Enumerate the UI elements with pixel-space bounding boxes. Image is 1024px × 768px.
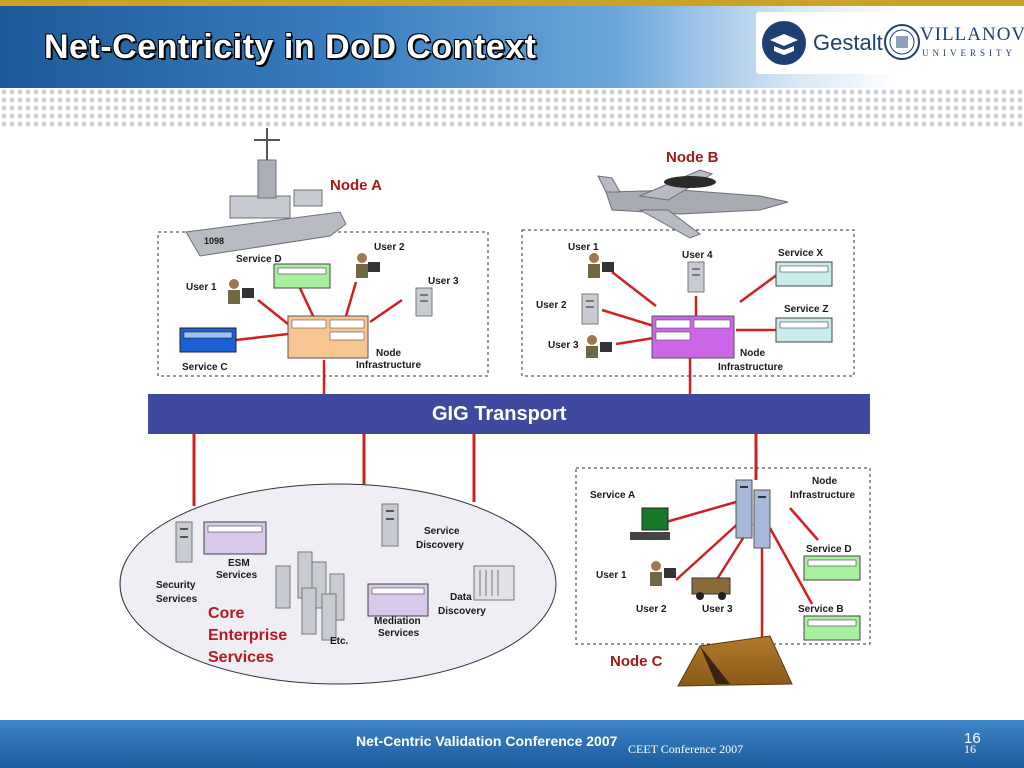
core-server-cluster-icon (275, 551, 345, 641)
logo-panel (756, 12, 1018, 74)
net-centric-diagram: 1098 Node A Node Infrastructure Service … (119, 128, 871, 687)
node-a-service-d-box (273, 263, 331, 289)
node-a-service-c-label: Service C (182, 362, 228, 373)
villanova-seal-icon (884, 24, 920, 60)
footer-overlay-conference: CEET Conference 2007 (628, 742, 744, 756)
footer-overlay-page-number: 16 (964, 742, 976, 756)
ship-hull-number: 1098 (204, 236, 224, 246)
etc-label: Etc. (330, 636, 349, 647)
slide-title: Net-Centricity in DoD Context (44, 28, 537, 66)
esm-label-line2: Services (216, 570, 258, 581)
ship-icon: 1098 (185, 128, 347, 257)
node-a-service-c-box (179, 327, 237, 353)
logo-graphics (762, 21, 920, 65)
node-c-user-1-label: User 1 (596, 570, 627, 581)
core-title-line1: Core (208, 605, 245, 622)
node-c-user-1-icon (650, 561, 676, 586)
slide-footer (0, 720, 1024, 768)
node-a-infra-label-line2: Infrastructure (356, 360, 421, 371)
node-b-service-x-box (775, 261, 833, 287)
service-discovery-label-line1: Service (424, 526, 460, 537)
node-b-boundary (521, 229, 855, 377)
node-b: Node B Node Infrastructure User 1 User (521, 149, 855, 394)
node-c-title: Node C (610, 653, 663, 670)
security-label-line1: Security (156, 580, 196, 591)
node-b-links (601, 271, 780, 394)
node-a-user-2-icon (356, 253, 380, 278)
node-c-service-d-box (803, 555, 861, 581)
gig-transport-bar (148, 394, 870, 434)
node-a-user-3-icon (415, 287, 433, 317)
node-c-service-b-box (803, 615, 861, 641)
node-b-user-2-label: User 2 (536, 300, 567, 311)
node-b-user-4-icon (687, 261, 705, 293)
node-b-user-1-icon (588, 253, 614, 278)
node-b-service-z-label: Service Z (784, 304, 828, 315)
node-c-user-2-label: User 2 (636, 604, 667, 615)
node-c-service-a-workstation-icon (630, 507, 670, 540)
node-b-user-1-label: User 1 (568, 242, 599, 253)
node-a-user-1-icon (228, 279, 254, 304)
data-discovery-label-line1: Data (450, 592, 472, 603)
villanova-university-text: UNIVERSITY (922, 48, 1016, 58)
mediation-label-line1: Mediation (374, 616, 421, 627)
node-a-user-3-label: User 3 (428, 276, 459, 287)
node-a: 1098 Node A Node Infrastructure Service … (157, 128, 489, 394)
service-discovery-server-icon (381, 503, 399, 547)
footer-page-number: 16 (964, 730, 981, 747)
node-b-user-4-label: User 4 (682, 250, 713, 261)
node-c-links (665, 500, 819, 642)
service-discovery-label-line2: Discovery (416, 540, 464, 551)
node-c-infra-label-line2: Infrastructure (790, 490, 855, 501)
gestalt-logo-text: Gestalt (813, 30, 883, 55)
dot-pattern-band (0, 88, 1024, 128)
transport-links (192, 434, 758, 506)
security-server-icon (175, 521, 193, 563)
awacs-aircraft-icon (597, 169, 789, 239)
node-c-infra-label-line1: Node (812, 476, 837, 487)
node-c-service-b-label: Service B (798, 604, 844, 615)
core-enterprise-services: ESM Services Security Services Etc. Core… (119, 483, 557, 685)
node-c-user-3-label: User 3 (702, 604, 733, 615)
node-a-infra-label-line1: Node (376, 348, 401, 359)
node-c: Node Infrastructure Service A Service D … (575, 467, 871, 687)
node-c-infrastructure-server-icon (735, 479, 771, 549)
node-a-user-1-label: User 1 (186, 282, 217, 293)
node-b-user-3-icon (586, 335, 612, 358)
node-c-service-a-label: Service A (590, 490, 635, 501)
node-b-infra-label-line1: Node (740, 348, 765, 359)
villanova-logo-text: VILLANOVA (920, 24, 1024, 45)
node-b-infra-label-line2: Infrastructure (718, 362, 783, 373)
security-label-line2: Services (156, 594, 198, 605)
node-b-service-z-box (775, 317, 833, 343)
node-c-service-d-label: Service D (806, 544, 852, 555)
node-a-service-d-label: Service D (236, 254, 282, 265)
node-c-boundary (575, 467, 871, 645)
header-accent-line (0, 0, 1024, 6)
footer-conference-title: Net-Centric Validation Conference 2007 (356, 733, 618, 749)
tent-icon (677, 635, 793, 687)
esm-label-line1: ESM (228, 558, 250, 569)
core-title-line2: Enterprise (208, 627, 287, 644)
node-b-user-2-icon (581, 293, 599, 325)
node-b-user-3-label: User 3 (548, 340, 579, 351)
node-a-links (235, 281, 403, 394)
node-a-title: Node A (330, 177, 382, 194)
gig-transport-label: GIG Transport (432, 403, 567, 425)
node-b-service-x-label: Service X (778, 248, 823, 259)
node-a-user-2-label: User 2 (374, 242, 405, 253)
data-discovery-rack-icon (473, 565, 515, 601)
node-c-humvee-icon (691, 577, 731, 600)
data-discovery-label-line2: Discovery (438, 606, 486, 617)
gestalt-logo-mark (770, 34, 798, 46)
mediation-label-line2: Services (378, 628, 420, 639)
core-title-line3: Services (208, 649, 274, 666)
node-b-title: Node B (666, 149, 719, 166)
